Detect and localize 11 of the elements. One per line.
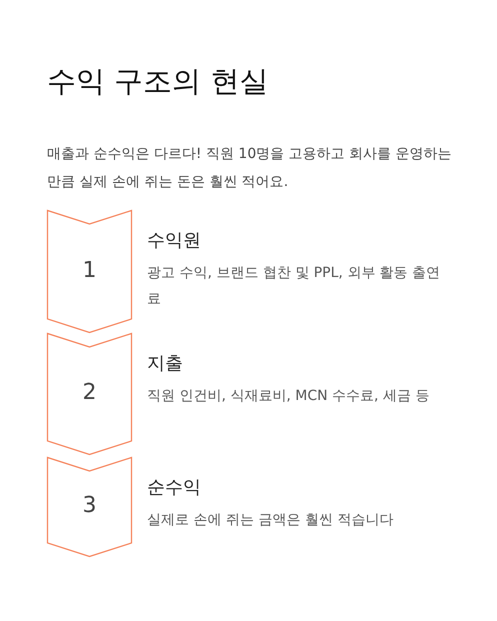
title: 수익 구조의 현실 [47, 63, 268, 100]
step-description: 실제로 손에 쥐는 금액은 훨씬 적습니다 [147, 511, 394, 530]
step-description: 직원 인건비, 식재료비, MCN 수수료, 세금 등 [147, 387, 430, 406]
step-heading: 수익원 [147, 229, 201, 252]
step-number: 3 [82, 493, 98, 518]
step-description: 광고 수익, 브랜드 협찬 및 PPL, 외부 활동 출연료 [147, 264, 442, 309]
intro-paragraph: 매출과 순수익은 다르다! 직원 10명을 고용하고 회사를 운영하는 만큼 실제 손에 쥐는 돈은 훨씬 적어요. [47, 145, 453, 192]
step-number: 1 [82, 258, 98, 282]
step-heading: 순수익 [147, 476, 201, 499]
step-heading: 지출 [147, 352, 183, 375]
step-number: 2 [82, 380, 98, 405]
